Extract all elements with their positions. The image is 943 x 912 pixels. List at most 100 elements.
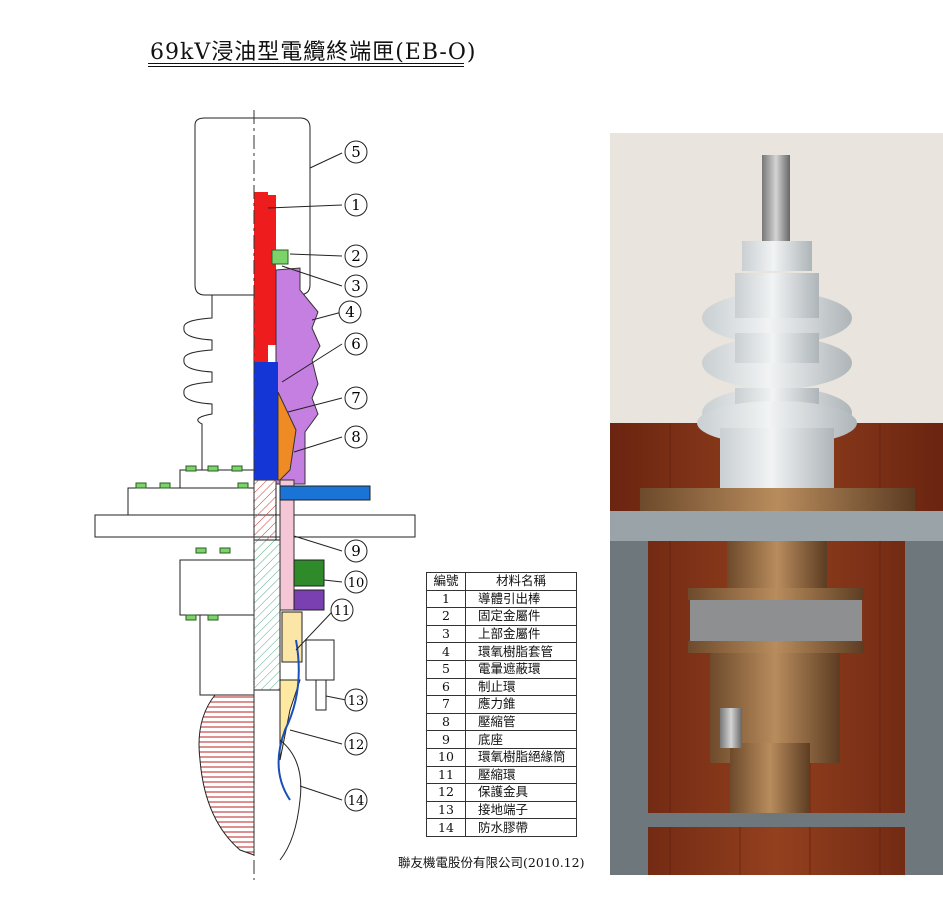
callout-number: 13 [348,694,365,709]
callout-circle [344,539,368,563]
header-material-name: 材料名稱 [465,572,577,591]
part-name: 環氧樹脂套管 [465,642,577,661]
part-number: 10 [426,747,466,767]
callout-circle [344,332,368,356]
part-name: 上部金屬件 [465,624,577,644]
callout-circle [344,732,368,756]
callout-circle [344,140,368,164]
part-name: 導體引出棒 [465,589,577,609]
callout-circle [330,598,354,622]
page-title: 69kV浸油型電纜終端匣(EB-O) [150,40,477,65]
callout-circle [344,788,368,812]
conductor-rod [254,192,268,362]
part-number: 13 [426,800,466,820]
callout-number: 11 [334,604,351,619]
title-underline-2 [148,66,464,67]
title-underline [148,63,464,64]
callout-group [267,152,347,801]
callout-circle [344,244,368,268]
ground-lead [277,639,300,801]
callout-number: 2 [351,247,361,265]
part-name: 底座 [465,730,577,749]
part-number: 8 [426,712,466,732]
header-number: 編號 [426,572,466,591]
stress-cone [277,391,297,481]
product-photo [610,133,943,875]
callout-number: 14 [348,794,365,809]
part-number: 4 [426,642,466,661]
ground-clamp [720,708,742,748]
part-number: 11 [426,765,466,785]
part-name: 制止環 [465,677,577,697]
callout-circle [344,425,368,449]
callout-number: 4 [345,303,355,321]
part-number: 6 [426,677,466,697]
callout-number: 7 [351,389,361,407]
waterproof-tape-right [279,739,302,861]
base-flange [127,487,255,516]
callout-circle [338,300,362,324]
conductor-rod [762,155,790,250]
callout-number: 9 [351,542,361,560]
part-name: 環氧樹脂絕緣筒 [465,747,577,767]
callout-number: 10 [348,576,365,591]
frame-top [610,511,943,541]
part-name: 防水膠帶 [465,818,577,837]
callout-number: 12 [348,738,365,753]
part-name: 接地端子 [465,800,577,820]
part-number: 12 [426,783,466,802]
callout-number: 5 [351,143,361,161]
bottom-sleeve [730,743,810,823]
part-name: 壓縮環 [465,765,577,785]
callout-circle [344,386,368,410]
insulator-sheds [183,294,255,471]
part-name: 固定金屬件 [465,607,577,626]
callout-circle [344,274,368,298]
part-number: 5 [426,659,466,679]
part-name: 保護金具 [465,783,577,802]
cable-core [253,539,281,691]
callout-number: 1 [351,196,361,214]
company-credit: 聯友機電股份有限公司(2010.12) [398,855,585,870]
part-name: 電暈遮蔽環 [465,659,577,679]
part-name: 壓縮管 [465,712,577,732]
protection-fitting [279,679,301,761]
part-number: 9 [426,730,466,749]
stress-shield-blue [254,362,278,480]
callout-circle [344,688,368,712]
part-number: 1 [426,589,466,609]
compression-pipe [279,479,295,611]
part-number: 7 [426,695,466,714]
part-number: 3 [426,624,466,644]
callout-circle [344,570,368,594]
callout-number: 3 [351,277,361,295]
part-name: 應力錐 [465,695,577,714]
ground-terminal [305,639,335,681]
epoxy-flange [279,485,371,501]
waterproof-tape-left [198,694,255,856]
callout-number: 8 [351,428,361,446]
part-number: 2 [426,607,466,626]
insulating-cylinder [293,559,325,587]
callout-circle [344,193,368,217]
callout-number: 6 [351,335,361,353]
part-number: 14 [426,818,466,837]
